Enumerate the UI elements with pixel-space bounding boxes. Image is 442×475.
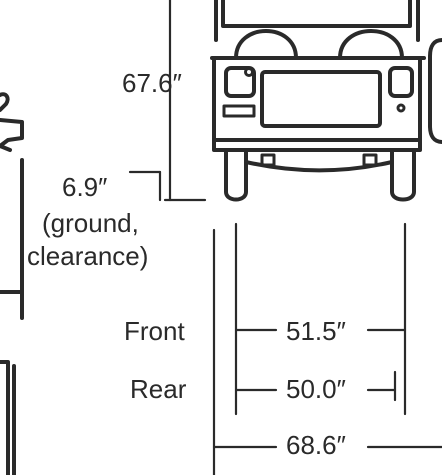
rear-body [212, 56, 422, 142]
right-seat [338, 29, 404, 60]
side-view-headlight [0, 92, 10, 112]
ground-clearance-note-line1: (ground, [39, 210, 142, 236]
rear-view-vehicle [210, 0, 442, 202]
roll-bar [221, 0, 412, 28]
rear-track-value: 50.0″ [286, 374, 346, 404]
height-label: 67.6″ [122, 68, 182, 98]
left-reflector [222, 104, 256, 118]
rear-bumper [212, 138, 422, 152]
height-dimension [128, 0, 207, 202]
left-seat [234, 29, 298, 60]
tailgate-panel [260, 70, 382, 128]
front-track-caption: Front [124, 316, 185, 346]
side-view-lower-edge [0, 360, 10, 475]
right-tail-light [388, 66, 414, 98]
side-view-bumper [0, 118, 24, 148]
rear-track-caption: Rear [130, 374, 187, 404]
left-tail-light [224, 66, 256, 98]
ground-clearance-note-line2: clearance) [24, 243, 152, 269]
side-view-fragment [0, 92, 24, 475]
overall-width-value: 68.6″ [286, 430, 346, 460]
track-dimensions [212, 222, 442, 475]
right-rear-wheel [390, 148, 416, 202]
ground-clearance-label: 6.9″ [62, 172, 108, 202]
left-rear-wheel [224, 148, 248, 202]
front-track-value: 51.5″ [286, 316, 346, 346]
spare-tire [428, 38, 442, 144]
